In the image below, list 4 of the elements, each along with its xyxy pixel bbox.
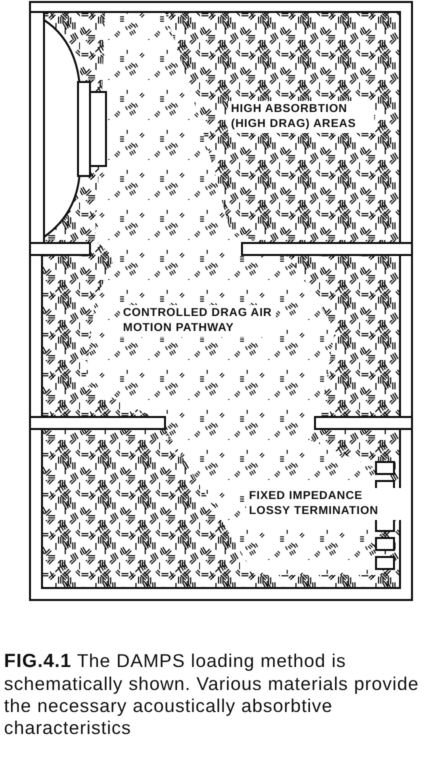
- region-label: CONTROLLED DRAG AIR MOTION PATHWAY: [120, 305, 276, 337]
- region-label: FIXED IMPEDANCE LOSSY TERMINATION: [246, 488, 402, 520]
- region-label: HIGH ABSORBTION (HIGH DRAG) AREAS: [228, 101, 374, 133]
- figure-caption: FIG.4.1 The DAMPS loading method is schematically shown. Various materials provide the necessary acoustically absorbtive characteristics: [4, 650, 420, 739]
